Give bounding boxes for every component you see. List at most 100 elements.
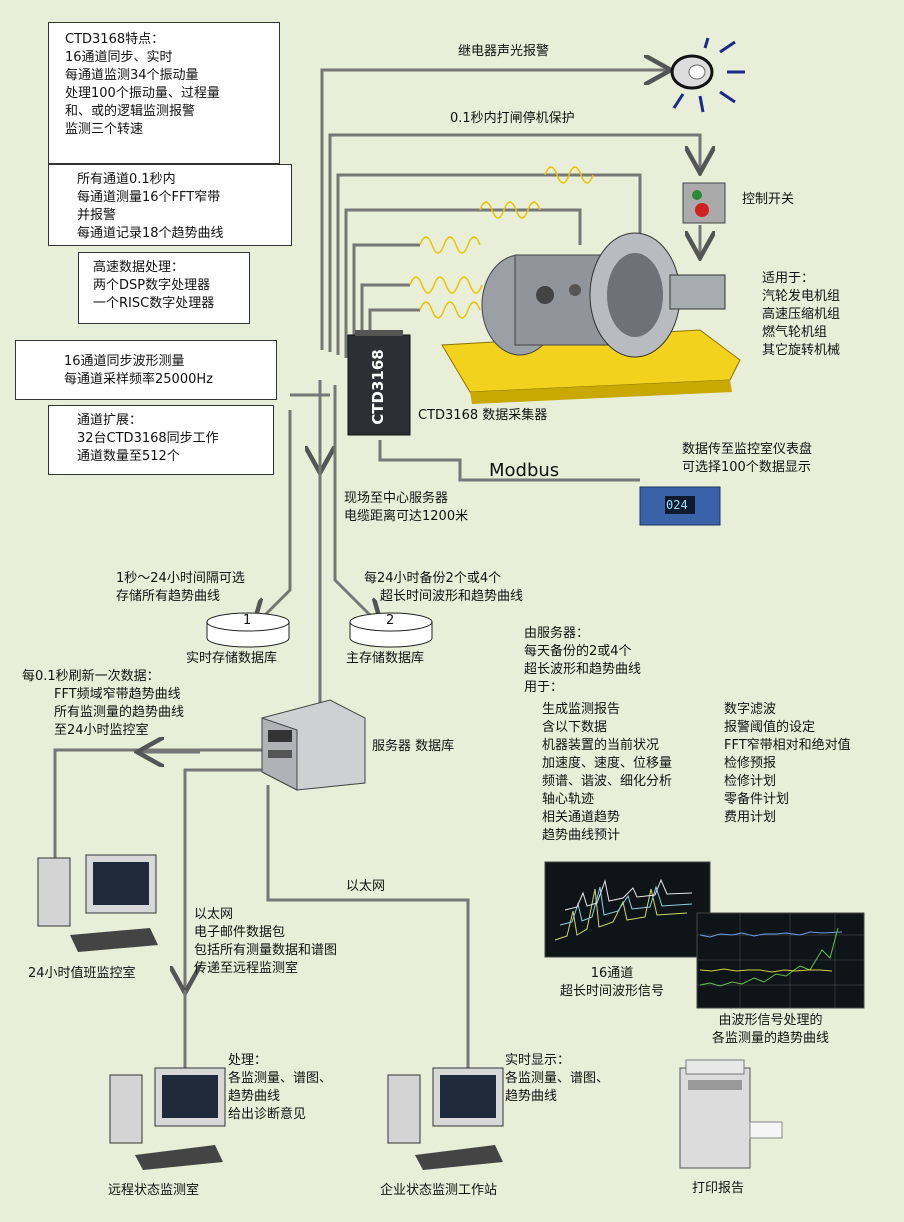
applicable-item: 其它旋转机械 bbox=[762, 343, 841, 358]
email-line: 电子邮件数据包 bbox=[194, 925, 286, 940]
fft-note: 所有通道0.1秒内 每通道测量16个FFT窄带 并报警 每通道记录18个趋势曲线 bbox=[48, 164, 292, 246]
server-backup-line: 由服务器： bbox=[524, 626, 590, 641]
uses-item: 机器装置的当前状况 bbox=[542, 738, 660, 753]
db1-label: 实时存储数据库 bbox=[186, 651, 278, 666]
trend-caption-line: 由波形信号处理的 bbox=[718, 1013, 823, 1028]
note-line: 每通道监测34个振动量 bbox=[65, 68, 199, 83]
uses-item: 生成监测报告 bbox=[542, 702, 621, 717]
uses-item: 检修计划 bbox=[724, 774, 777, 789]
uses-item: 检修预报 bbox=[724, 756, 777, 771]
refresh-line: 所有监测量的趋势曲线 bbox=[54, 705, 185, 720]
applicable-item: 适用于： bbox=[762, 271, 815, 286]
cable-text-line: 电缆距离可达1200米 bbox=[344, 509, 469, 524]
email-line: 以太网 bbox=[194, 907, 234, 922]
database-cylinder-2 bbox=[349, 612, 433, 648]
realtime-text: 实时显示： 各监测量、谱图、 趋势曲线 bbox=[505, 1052, 609, 1106]
email-text: 以太网 电子邮件数据包 包括所有测量数据和谱图 传递至远程监测室 bbox=[194, 906, 337, 978]
control-switch-label: 控制开关 bbox=[742, 192, 795, 207]
trip-label: 0.1秒内打闸停机保护 bbox=[450, 111, 575, 126]
refresh-text: 每0.1秒刷新一次数据： FFT频域窄带趋势曲线 所有监测量的趋势曲线 至24小… bbox=[22, 668, 184, 740]
backup-text-line: 每24小时备份2个或4个 bbox=[364, 571, 502, 586]
waveform-chart-image bbox=[544, 861, 711, 958]
expansion-note: 通道扩展： 32台CTD3168同步工作 通道数量至512个 bbox=[48, 405, 274, 475]
ethernet-label: 以太网 bbox=[346, 879, 386, 894]
note-line: 处理100个振动量、过程量 bbox=[65, 86, 220, 101]
server-backup-line: 每天备份的2或4个 bbox=[524, 644, 632, 659]
cable-text: 现场至中心服务器 电缆距离可达1200米 bbox=[344, 490, 468, 526]
realtime-line: 实时显示： bbox=[505, 1053, 571, 1068]
alarm-light-icon bbox=[670, 37, 745, 113]
pc-remote-icon bbox=[109, 1067, 226, 1170]
printer-icon bbox=[679, 1059, 783, 1169]
uses-left-list: 生成监测报告 含以下数据 机器装置的当前状况 加速度、速度、位移量 频谱、谐波、… bbox=[542, 701, 672, 845]
meter-value: 024 bbox=[666, 498, 688, 512]
pc-control-room-icon bbox=[37, 854, 158, 952]
note-line: 32台CTD3168同步工作 bbox=[77, 431, 219, 446]
device-name: CTD3168 bbox=[369, 349, 387, 425]
refresh-line: FFT频域窄带趋势曲线 bbox=[54, 687, 181, 702]
trend-caption: 由波形信号处理的 各监测量的趋势曲线 bbox=[712, 1012, 829, 1048]
feature-note: CTD3168特点： 16通道同步、实时 每通道监测34个振动量 处理100个振… bbox=[48, 22, 280, 164]
note-line: 每通道采样频率25000Hz bbox=[64, 372, 213, 387]
print-label: 打印报告 bbox=[692, 1181, 745, 1196]
waveform-caption: 16通道 超长时间波形信号 bbox=[560, 965, 664, 1001]
store-text-line: 存储所有趋势曲线 bbox=[116, 589, 221, 604]
uses-item: 报警阈值的设定 bbox=[724, 720, 816, 735]
server-backup-text: 由服务器： 每天备份的2或4个 超长波形和趋势曲线 用于： bbox=[524, 625, 641, 697]
db1-number: 1 bbox=[243, 613, 252, 628]
waveform-caption-line: 16通道 bbox=[590, 966, 634, 981]
trend-caption-line: 各监测量的趋势曲线 bbox=[712, 1031, 830, 1046]
server-label: 服务器 数据库 bbox=[372, 739, 455, 754]
note-line: 和、或的逻辑监测报警 bbox=[65, 104, 196, 119]
ctd3168-device bbox=[347, 330, 411, 436]
note-line: 并报警 bbox=[77, 208, 117, 223]
control-switch-icon bbox=[682, 182, 726, 224]
realtime-line: 各监测量、谱图、 bbox=[505, 1071, 610, 1086]
email-line: 传递至远程监测室 bbox=[194, 961, 299, 976]
pc-workstation-icon bbox=[387, 1067, 504, 1170]
device-label: CTD3168 数据采集器 bbox=[418, 408, 548, 423]
uses-item: 频谱、谐波、细化分析 bbox=[542, 774, 673, 789]
waveform-caption-line: 超长时间波形信号 bbox=[560, 984, 665, 999]
note-line: 所有通道0.1秒内 bbox=[77, 172, 176, 187]
note-line: 监测三个转速 bbox=[65, 122, 144, 137]
applicable-item: 高速压缩机组 bbox=[762, 307, 841, 322]
store-text-line: 1秒～24小时间隔可选 bbox=[116, 571, 245, 586]
database-cylinder-1 bbox=[206, 612, 290, 648]
applicable-item: 燃气轮机组 bbox=[762, 325, 828, 340]
uses-item: 加速度、速度、位移量 bbox=[542, 756, 673, 771]
remote-line: 给出诊断意见 bbox=[228, 1107, 307, 1122]
note-line: 高速数据处理： bbox=[93, 260, 185, 275]
meter-text-line: 可选择100个数据显示 bbox=[682, 460, 811, 475]
gas-turbine-machine-image bbox=[441, 232, 741, 404]
alarm-label: 继电器声光报警 bbox=[458, 44, 550, 59]
uses-item: FFT窄带相对和绝对值 bbox=[724, 738, 851, 753]
email-line: 包括所有测量数据和谱图 bbox=[194, 943, 338, 958]
uses-item: 相关通道趋势 bbox=[542, 810, 621, 825]
note-line: 两个DSP数字处理器 bbox=[93, 278, 211, 293]
applicable-list: 适用于： 汽轮发电机组 高速压缩机组 燃气轮机组 其它旋转机械 bbox=[762, 270, 840, 360]
refresh-line: 至24小时监控室 bbox=[54, 723, 149, 738]
workstation-label: 企业状态监测工作站 bbox=[380, 1183, 498, 1198]
control-room-label: 24小时值班监控室 bbox=[28, 966, 136, 981]
db2-label: 主存储数据库 bbox=[346, 651, 425, 666]
note-line: CTD3168特点： bbox=[65, 32, 165, 47]
uses-item: 费用计划 bbox=[724, 810, 777, 825]
sampling-note: 16通道同步波形测量 每通道采样频率25000Hz bbox=[15, 340, 277, 400]
uses-right-list: 数字滤波 报警阈值的设定 FFT窄带相对和绝对值 检修预报 检修计划 零备件计划… bbox=[724, 701, 851, 827]
note-line: 每通道测量16个FFT窄带 bbox=[77, 190, 221, 205]
note-line: 通道扩展： bbox=[77, 413, 143, 428]
meter-text-line: 数据传至监控室仪表盘 bbox=[682, 442, 813, 457]
trend-chart-image bbox=[696, 912, 865, 1009]
remote-label: 远程状态监测室 bbox=[108, 1183, 200, 1198]
server-icon bbox=[261, 699, 366, 791]
note-line: 16通道同步、实时 bbox=[65, 50, 173, 65]
remote-line: 趋势曲线 bbox=[228, 1089, 281, 1104]
applicable-item: 汽轮发电机组 bbox=[762, 289, 841, 304]
panel-meter-icon bbox=[639, 486, 721, 526]
remote-text: 处理： 各监测量、谱图、 趋势曲线 给出诊断意见 bbox=[228, 1052, 332, 1124]
uses-item: 零备件计划 bbox=[724, 792, 790, 807]
uses-item: 数字滤波 bbox=[724, 702, 777, 717]
note-line: 一个RISC数字处理器 bbox=[93, 296, 215, 311]
